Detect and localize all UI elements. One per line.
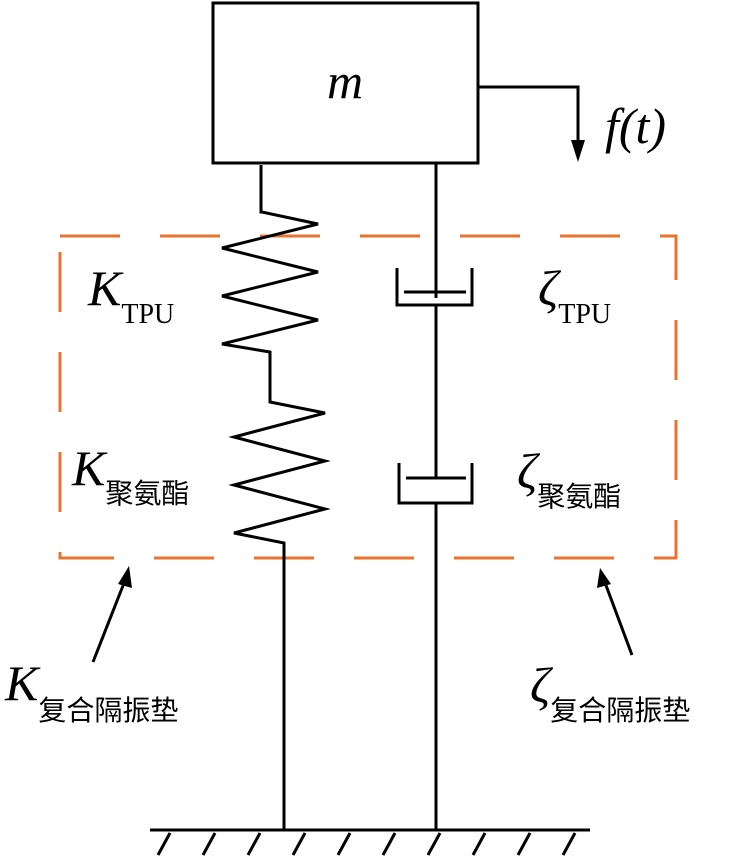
zeta-symbol: ζ bbox=[538, 260, 562, 316]
k-composite-subscript: 复合隔振垫 bbox=[38, 694, 178, 727]
k-symbol: K bbox=[87, 260, 124, 316]
mass-label: m bbox=[327, 53, 363, 109]
k-pu-subscript: 聚氨酯 bbox=[105, 477, 189, 510]
label-k-tpu: KTPU bbox=[87, 260, 174, 330]
pointer-arrow-damping-line bbox=[602, 579, 634, 656]
pointer-arrow-stiffness-line bbox=[91, 577, 128, 663]
k-symbol: K bbox=[4, 655, 41, 711]
k-symbol: K bbox=[71, 440, 108, 496]
label-zeta-pu: ζ聚氨酯 bbox=[517, 443, 621, 513]
zeta-tpu-subscript: TPU bbox=[558, 299, 611, 330]
label-zeta-composite: ζ复合隔振垫 bbox=[530, 657, 690, 727]
force-label: f(t) bbox=[605, 98, 666, 154]
label-k-pu: K聚氨酯 bbox=[71, 440, 189, 510]
zeta-pu-subscript: 聚氨酯 bbox=[537, 480, 621, 513]
zeta-symbol: ζ bbox=[517, 443, 541, 499]
zeta-symbol: ζ bbox=[530, 657, 554, 713]
force-label-text: f(t) bbox=[605, 98, 666, 154]
k-tpu-subscript: TPU bbox=[121, 299, 174, 330]
ground-hatching bbox=[156, 832, 577, 856]
mass-block bbox=[211, 1, 480, 165]
force-line bbox=[478, 85, 580, 150]
zeta-composite-subscript: 复合隔振垫 bbox=[550, 694, 690, 727]
spring bbox=[221, 165, 331, 830]
pointer-arrow-stiffness-head bbox=[118, 566, 132, 588]
label-k-composite: K复合隔振垫 bbox=[4, 655, 178, 727]
isolation-pad-region bbox=[58, 234, 678, 560]
force-arrowhead bbox=[571, 140, 585, 162]
label-zeta-tpu: ζTPU bbox=[538, 260, 611, 330]
pointer-arrow-damping-head bbox=[597, 568, 611, 588]
